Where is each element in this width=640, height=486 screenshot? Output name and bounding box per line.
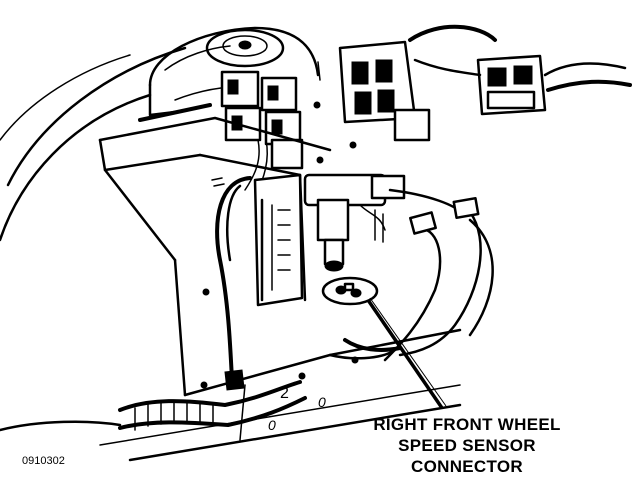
svg-text:0: 0 <box>268 417 276 433</box>
strut-tower <box>138 26 320 122</box>
figure-code: 0910302 <box>22 455 65 467</box>
mounting-bracket <box>253 173 304 307</box>
fender-outline <box>0 46 187 242</box>
callout-line-3: CONNECTOR <box>411 457 523 476</box>
callout-label: RIGHT FRONT WHEEL SPEED SENSOR CONNECTOR <box>352 414 582 477</box>
corrugated-conduit <box>118 380 307 431</box>
harness-connector-pair <box>338 40 547 142</box>
reference-marks: 2 0 0 <box>268 385 326 433</box>
fasteners <box>200 61 359 389</box>
vacuum-hose <box>215 176 252 391</box>
callout-line-2: SPEED SENSOR <box>398 436 536 455</box>
callout-line-1: RIGHT FRONT WHEEL <box>373 415 561 434</box>
svg-text:0: 0 <box>318 394 326 410</box>
frame-sill <box>0 384 462 462</box>
valve-assembly <box>303 173 406 272</box>
wheel-speed-sensor-connector <box>321 276 379 306</box>
inline-connectors <box>409 196 480 235</box>
callout-leader-line-inner <box>369 297 447 407</box>
callout-leader-line <box>366 299 444 409</box>
relay-block <box>220 70 304 196</box>
svg-text:2: 2 <box>280 385 289 402</box>
